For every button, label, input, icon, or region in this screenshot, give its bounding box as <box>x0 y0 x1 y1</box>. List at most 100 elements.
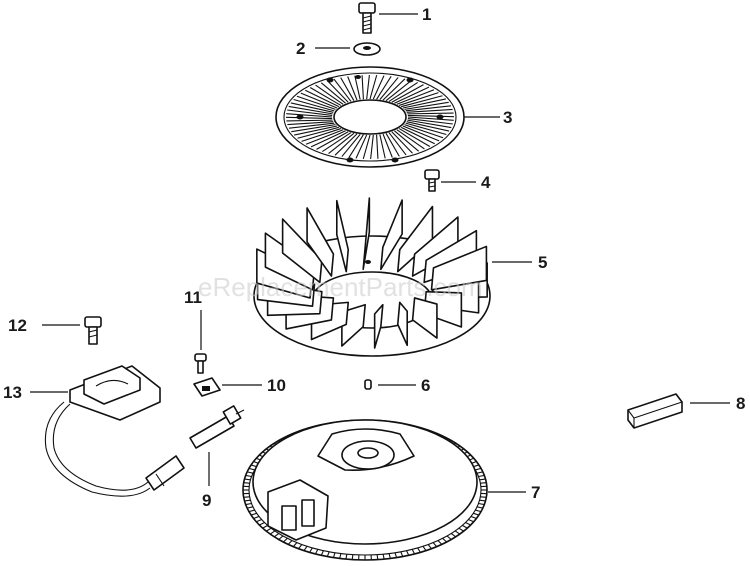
plate-ray <box>400 126 435 145</box>
gear-tooth <box>266 527 272 532</box>
plate-ray <box>405 122 447 136</box>
callout-8[interactable]: 8 <box>736 394 745 413</box>
callout-4[interactable]: 4 <box>481 173 491 192</box>
part-4-screw[interactable] <box>424 169 440 192</box>
gear-tooth <box>278 535 284 540</box>
callout-11[interactable]: 11 <box>184 288 202 307</box>
plate-ray <box>361 75 364 100</box>
plate-ray <box>407 114 455 118</box>
plate-ray <box>291 124 336 133</box>
plate-ray <box>286 113 333 118</box>
callout-10[interactable]: 10 <box>267 376 286 395</box>
plate-ray <box>288 122 335 129</box>
gear-tooth <box>256 519 262 523</box>
part-8-sleeve[interactable] <box>627 393 683 429</box>
gear-tooth <box>259 522 265 526</box>
gear-tooth <box>250 512 257 516</box>
gear-tooth <box>479 499 486 502</box>
part-5-fan[interactable] <box>253 197 491 357</box>
gear-tooth <box>287 540 293 545</box>
gear-tooth <box>247 471 254 474</box>
plate-ray <box>341 134 361 157</box>
plate-ray <box>296 95 336 110</box>
plate-ray <box>402 98 446 109</box>
plate-ray <box>391 131 413 154</box>
callout-7[interactable]: 7 <box>531 483 540 502</box>
gear-tooth <box>475 467 482 471</box>
plate-ray <box>404 124 444 139</box>
plate-ray <box>405 105 452 112</box>
plate-ray <box>406 121 450 132</box>
plate-ray <box>327 80 349 103</box>
fan-blade <box>430 245 488 291</box>
callout-5[interactable]: 5 <box>538 253 547 272</box>
plate-ray <box>394 130 420 152</box>
plate-ray <box>407 118 453 125</box>
gear-tooth <box>468 519 474 523</box>
gear-tooth <box>245 474 252 478</box>
callout-6[interactable]: 6 <box>421 376 430 395</box>
callout-9[interactable]: 9 <box>202 491 211 510</box>
plate-ray <box>288 105 333 115</box>
part-11-screw[interactable] <box>194 353 207 374</box>
plate-ray <box>388 132 407 156</box>
plate-ray <box>400 95 443 108</box>
plate-ray <box>297 126 340 139</box>
gear-tooth <box>458 527 464 532</box>
part-6-key[interactable] <box>364 379 372 390</box>
callout-1[interactable]: 1 <box>422 5 431 24</box>
gear-tooth <box>478 502 485 506</box>
gear-tooth <box>274 533 280 538</box>
watermark: eReplacementParts.com <box>198 272 483 302</box>
callout-12[interactable]: 12 <box>8 316 27 335</box>
gear-tooth <box>454 530 461 535</box>
callout-13[interactable]: 13 <box>3 383 22 402</box>
part-7-flywheel[interactable] <box>242 419 488 561</box>
plate-ray <box>347 76 358 101</box>
gear-tooth <box>476 471 483 474</box>
plate-ray <box>366 74 370 100</box>
gear-tooth <box>388 553 391 559</box>
gear-tooth <box>465 522 471 526</box>
gear-tooth <box>332 552 336 558</box>
fan-blade <box>306 207 335 277</box>
plate-ray <box>379 134 386 159</box>
gear-tooth <box>248 467 255 471</box>
callout-3[interactable]: 3 <box>503 108 512 127</box>
part-10-clip[interactable] <box>193 377 221 397</box>
plate-ray <box>300 92 338 109</box>
plate-ray <box>354 75 361 100</box>
part-13-ignition-module[interactable] <box>44 365 185 497</box>
plate-ray <box>376 134 379 159</box>
gear-tooth <box>269 530 276 535</box>
plate-ray <box>362 134 371 160</box>
gear-tooth <box>478 474 485 478</box>
part-9-spark-plug[interactable] <box>189 405 245 449</box>
part-1-bolt[interactable] <box>358 2 376 34</box>
part-2-washer[interactable] <box>353 42 381 56</box>
plate-ray <box>287 121 334 126</box>
gear-tooth <box>427 544 432 550</box>
plate-ray <box>406 108 453 113</box>
gear-tooth <box>376 554 379 560</box>
plate-ray <box>370 134 374 160</box>
part-12-screw[interactable] <box>84 316 102 345</box>
plate-ray <box>398 128 431 147</box>
gear-tooth <box>314 549 319 555</box>
fan-blade <box>362 197 371 271</box>
fan-blade <box>423 290 463 328</box>
fan-blade <box>373 303 384 349</box>
plate-ray <box>398 92 439 106</box>
gear-tooth <box>244 478 251 481</box>
fan-blade <box>380 199 403 271</box>
gear-tooth <box>253 515 260 519</box>
gear-tooth <box>303 545 308 551</box>
plate-ray <box>388 81 418 102</box>
callout-2[interactable]: 2 <box>296 39 305 58</box>
plate-ray <box>379 77 399 100</box>
gear-tooth <box>248 509 255 513</box>
plate-ray <box>376 76 392 100</box>
plate-ray <box>407 116 454 121</box>
part-3-screen-plate[interactable] <box>275 66 465 168</box>
gear-tooth <box>244 499 251 502</box>
